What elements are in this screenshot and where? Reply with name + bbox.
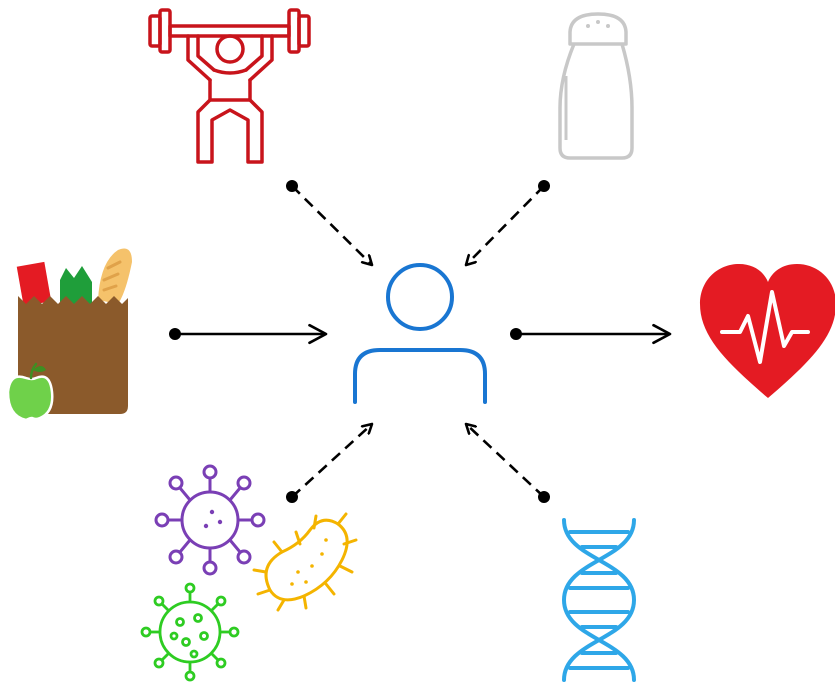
- grocery-bag-icon: [6, 248, 132, 422]
- coronavirus-icon: [140, 582, 240, 682]
- edge-exercise-to-person: [286, 180, 372, 265]
- edge-diet-to-person: [169, 323, 328, 345]
- dna-icon: [561, 518, 637, 682]
- edge-pathogens-to-person: [286, 424, 372, 503]
- person-icon: [353, 263, 487, 404]
- edge-person-to-heart: [510, 323, 672, 345]
- salt-shaker-icon: [558, 12, 634, 160]
- virus-icon: [154, 464, 266, 576]
- edge-salt-to-person: [466, 180, 550, 265]
- edge-genetics-to-person: [466, 424, 550, 503]
- heart-pulse-icon: [700, 264, 835, 398]
- bacteria-icon: [252, 512, 358, 612]
- weightlifter-icon: [148, 8, 311, 164]
